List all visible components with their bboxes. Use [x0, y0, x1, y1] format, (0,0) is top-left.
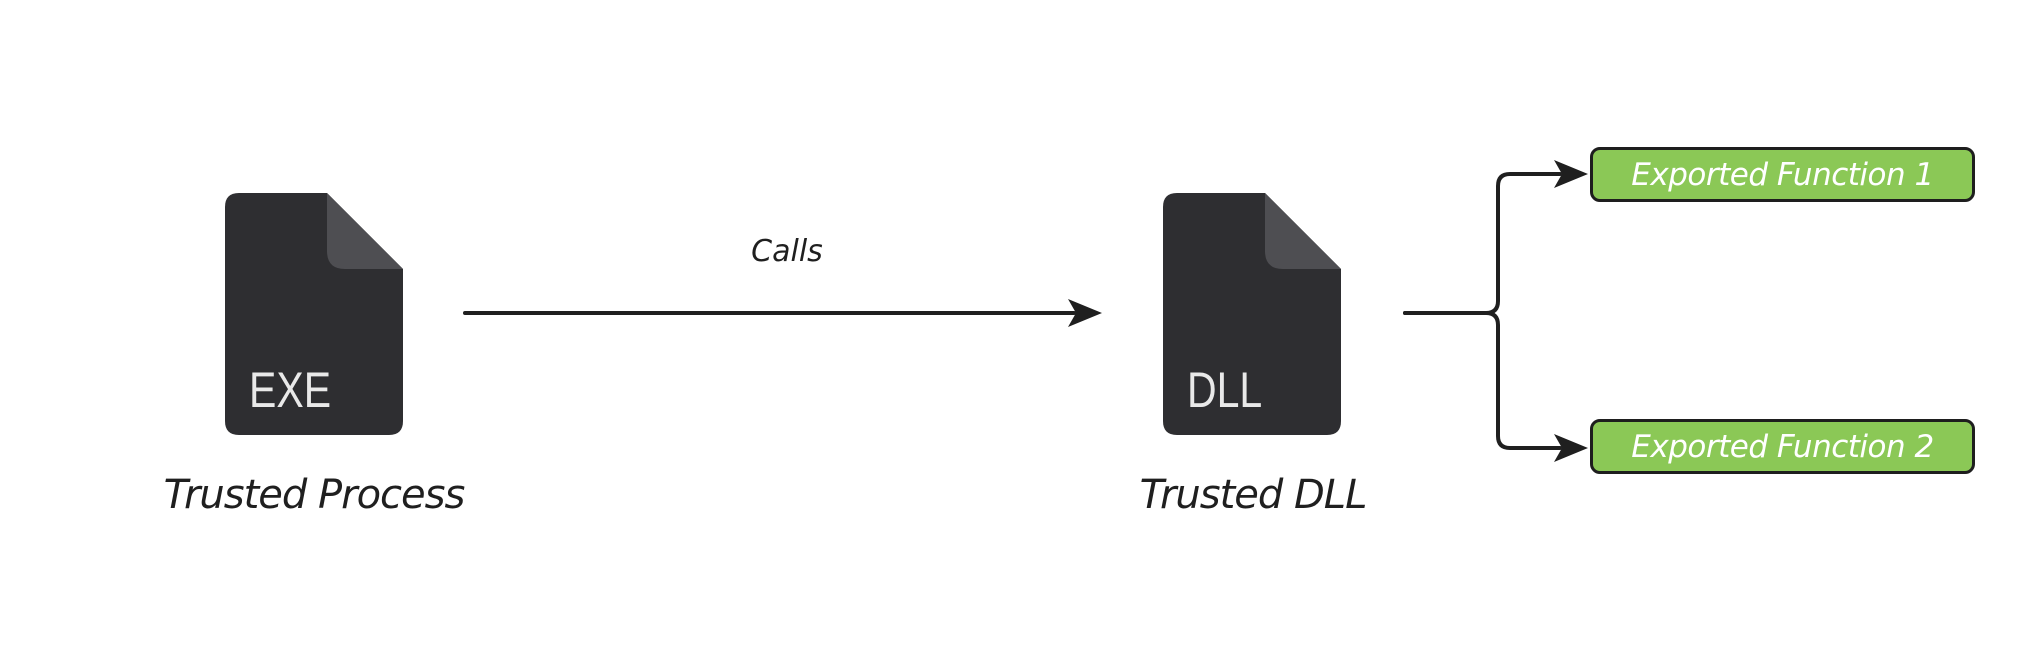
- branch-up-arrowhead-icon: [1554, 160, 1588, 188]
- dll-file-node: DLL: [1163, 193, 1341, 435]
- file-icon: [225, 193, 403, 435]
- branch-down-arrowhead-icon: [1554, 434, 1588, 462]
- calls-arrowhead-icon: [1068, 299, 1102, 327]
- calls-edge-label: Calls: [751, 234, 823, 269]
- branch-up-line: [1403, 172, 1562, 315]
- exe-file-label: EXE: [249, 362, 332, 418]
- branch-down-line: [1403, 311, 1562, 450]
- exe-file-node: EXE: [225, 193, 403, 435]
- dll-file-label: DLL: [1187, 362, 1263, 418]
- file-icon: [1163, 193, 1341, 435]
- exported-function-1-box: Exported Function 1: [1590, 147, 1975, 202]
- exe-caption: Trusted Process: [163, 472, 466, 518]
- dll-caption: Trusted DLL: [1139, 472, 1368, 518]
- folded-corner-icon: [1265, 193, 1341, 269]
- folded-corner-icon: [327, 193, 403, 269]
- exported-function-2-box: Exported Function 2: [1590, 419, 1975, 474]
